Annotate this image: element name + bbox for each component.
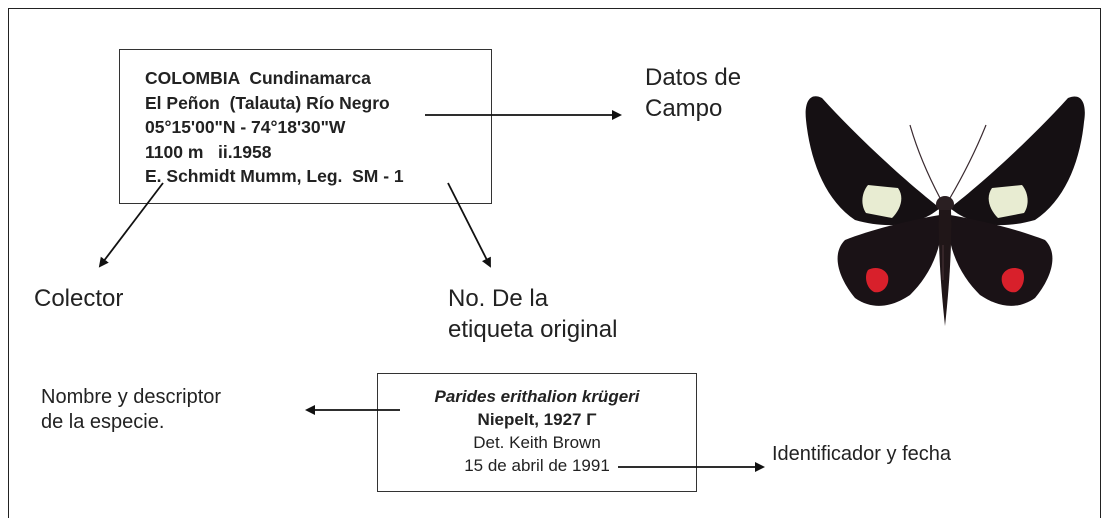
collector-arrow	[98, 182, 164, 268]
butterfly-specimen-image	[805, 96, 1085, 326]
field-label-line-collector: E. Schmidt Mumm, Leg. SM - 1	[145, 166, 404, 186]
determination-date: 15 de abril de 1991	[464, 456, 610, 475]
field-label-line-locality: El Peñon (Talauta) Río Negro	[145, 92, 390, 113]
field-data-annotation: Datos de Campo	[645, 62, 741, 124]
field-label-line-coordinates: 05°15'00"N - 74°18'30"W	[145, 117, 346, 137]
field-data-annotation-line-2: Campo	[645, 95, 723, 122]
identifier-annotation: Identificador y fecha	[772, 443, 951, 465]
label-number-annotation: No. De la etiqueta original	[448, 283, 617, 345]
species-author: Niepelt, 1927 Γ	[477, 410, 597, 429]
field-label-line-elevation-date: 1100 m ii.1958	[145, 141, 272, 162]
collector-annotation: Colector	[34, 285, 124, 312]
label-number-annotation-line-1: No. De la	[448, 285, 549, 312]
field-label-line-country: COLOMBIA Cundinamarca	[145, 68, 371, 88]
field-data-label: COLOMBIA Cundinamarca El Peñon (Talauta)…	[119, 49, 492, 204]
determiner-name: Det. Keith Brown	[473, 433, 601, 452]
species-name-annotation-line-2: de la especie.	[41, 411, 165, 433]
species-name-annotation: Nombre y descriptor de la especie.	[41, 385, 221, 435]
species-name-annotation-line-1: Nombre y descriptor	[41, 386, 222, 408]
figure-frame	[8, 8, 1101, 518]
field-data-annotation-line-1: Datos de	[645, 64, 742, 91]
species-name: Parides erithalion krügeri	[434, 387, 640, 406]
label-number-arrow	[447, 182, 491, 268]
determination-label: Parides erithalion krügeri Niepelt, 1927…	[377, 373, 697, 492]
label-number-annotation-line-2: etiqueta original	[448, 316, 618, 343]
